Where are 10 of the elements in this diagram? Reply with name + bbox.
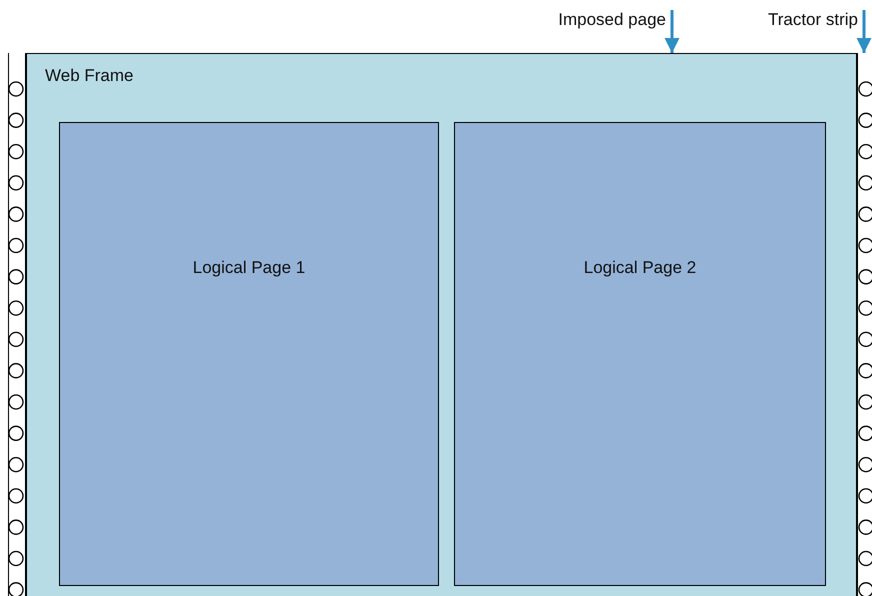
- tractor-strip: [857, 53, 872, 596]
- frame-title: Web Frame: [45, 66, 134, 86]
- leader-arrow: [856, 10, 872, 53]
- callout-label: Tractor strip: [768, 6, 858, 34]
- callout-label: Imposed page: [558, 6, 666, 34]
- tractor-strip: [8, 53, 26, 596]
- leader-arrow: [664, 10, 680, 53]
- web-frame: [26, 53, 857, 596]
- logical-page: Logical Page 1: [59, 122, 439, 586]
- logical-page: Logical Page 2: [454, 122, 826, 586]
